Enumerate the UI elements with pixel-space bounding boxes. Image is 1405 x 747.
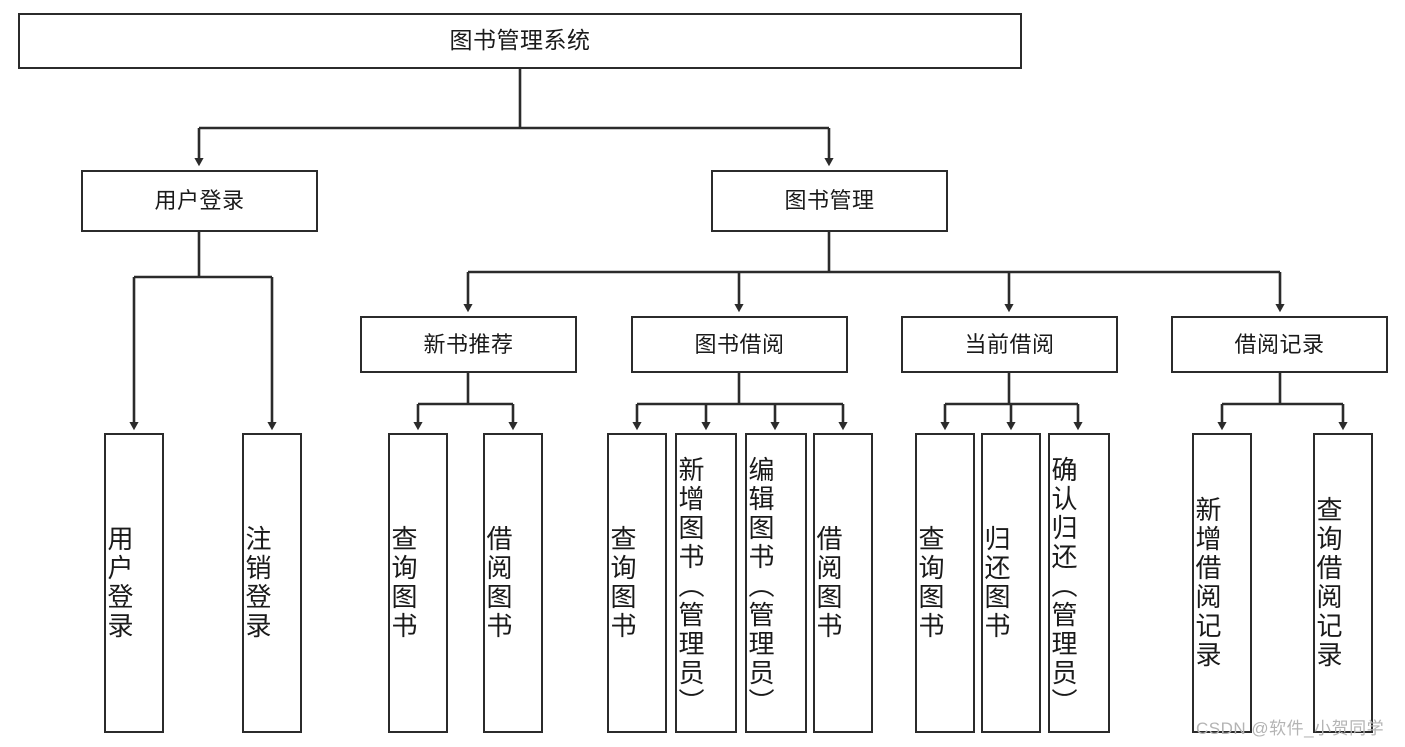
node-root-label: 图书管理系统: [449, 27, 591, 54]
node-leaf-query-book-3-label: 查询图书: [915, 525, 945, 641]
node-book-borrow-label: 图书借阅: [694, 331, 785, 357]
node-current-borrow[interactable]: 当前借阅: [901, 316, 1118, 373]
node-new-book-recommend-label: 新书推荐: [423, 331, 514, 357]
node-user-login[interactable]: 用户登录: [81, 170, 318, 232]
node-root[interactable]: 图书管理系统: [18, 13, 1022, 69]
node-leaf-add-borrow-record-label: 新增借阅记录: [1192, 496, 1222, 670]
node-leaf-return-book-label: 归还图书: [981, 525, 1011, 641]
node-leaf-add-book-admin-label: 新增图书（管理员）: [675, 455, 705, 717]
node-leaf-query-book-1[interactable]: 查询图书: [388, 433, 448, 733]
node-book-borrow[interactable]: 图书借阅: [631, 316, 848, 373]
node-leaf-user-login[interactable]: 用户登录: [104, 433, 164, 733]
node-leaf-query-borrow-record[interactable]: 查询借阅记录: [1313, 433, 1373, 733]
node-borrow-record-label: 借阅记录: [1234, 331, 1325, 357]
node-leaf-edit-book-admin[interactable]: 编辑图书（管理员）: [745, 433, 807, 733]
node-leaf-borrow-book-2-label: 借阅图书: [813, 525, 843, 641]
node-leaf-logout-login-label: 注销登录: [242, 525, 272, 641]
node-leaf-edit-book-admin-label: 编辑图书（管理员）: [745, 455, 775, 717]
node-leaf-return-book[interactable]: 归还图书: [981, 433, 1041, 733]
node-book-manage[interactable]: 图书管理: [711, 170, 948, 232]
node-borrow-record[interactable]: 借阅记录: [1171, 316, 1388, 373]
node-new-book-recommend[interactable]: 新书推荐: [360, 316, 577, 373]
node-leaf-query-book-3[interactable]: 查询图书: [915, 433, 975, 733]
node-leaf-query-book-2-label: 查询图书: [607, 525, 637, 641]
node-leaf-user-login-label: 用户登录: [104, 525, 134, 641]
node-leaf-query-borrow-record-label: 查询借阅记录: [1313, 496, 1343, 670]
node-leaf-query-book-1-label: 查询图书: [388, 525, 418, 641]
node-leaf-add-book-admin[interactable]: 新增图书（管理员）: [675, 433, 737, 733]
watermark: CSDN @软件_小贺同学: [1196, 719, 1385, 738]
node-leaf-borrow-book-1[interactable]: 借阅图书: [483, 433, 543, 733]
node-leaf-borrow-book-2[interactable]: 借阅图书: [813, 433, 873, 733]
node-leaf-logout-login[interactable]: 注销登录: [242, 433, 302, 733]
node-leaf-add-borrow-record[interactable]: 新增借阅记录: [1192, 433, 1252, 733]
node-leaf-confirm-return-admin[interactable]: 确认归还（管理员）: [1048, 433, 1110, 733]
node-user-login-label: 用户登录: [154, 188, 245, 214]
node-book-manage-label: 图书管理: [784, 188, 875, 214]
node-current-borrow-label: 当前借阅: [964, 331, 1055, 357]
node-leaf-confirm-return-admin-label: 确认归还（管理员）: [1048, 455, 1078, 717]
node-leaf-query-book-2[interactable]: 查询图书: [607, 433, 667, 733]
node-leaf-borrow-book-1-label: 借阅图书: [483, 525, 513, 641]
